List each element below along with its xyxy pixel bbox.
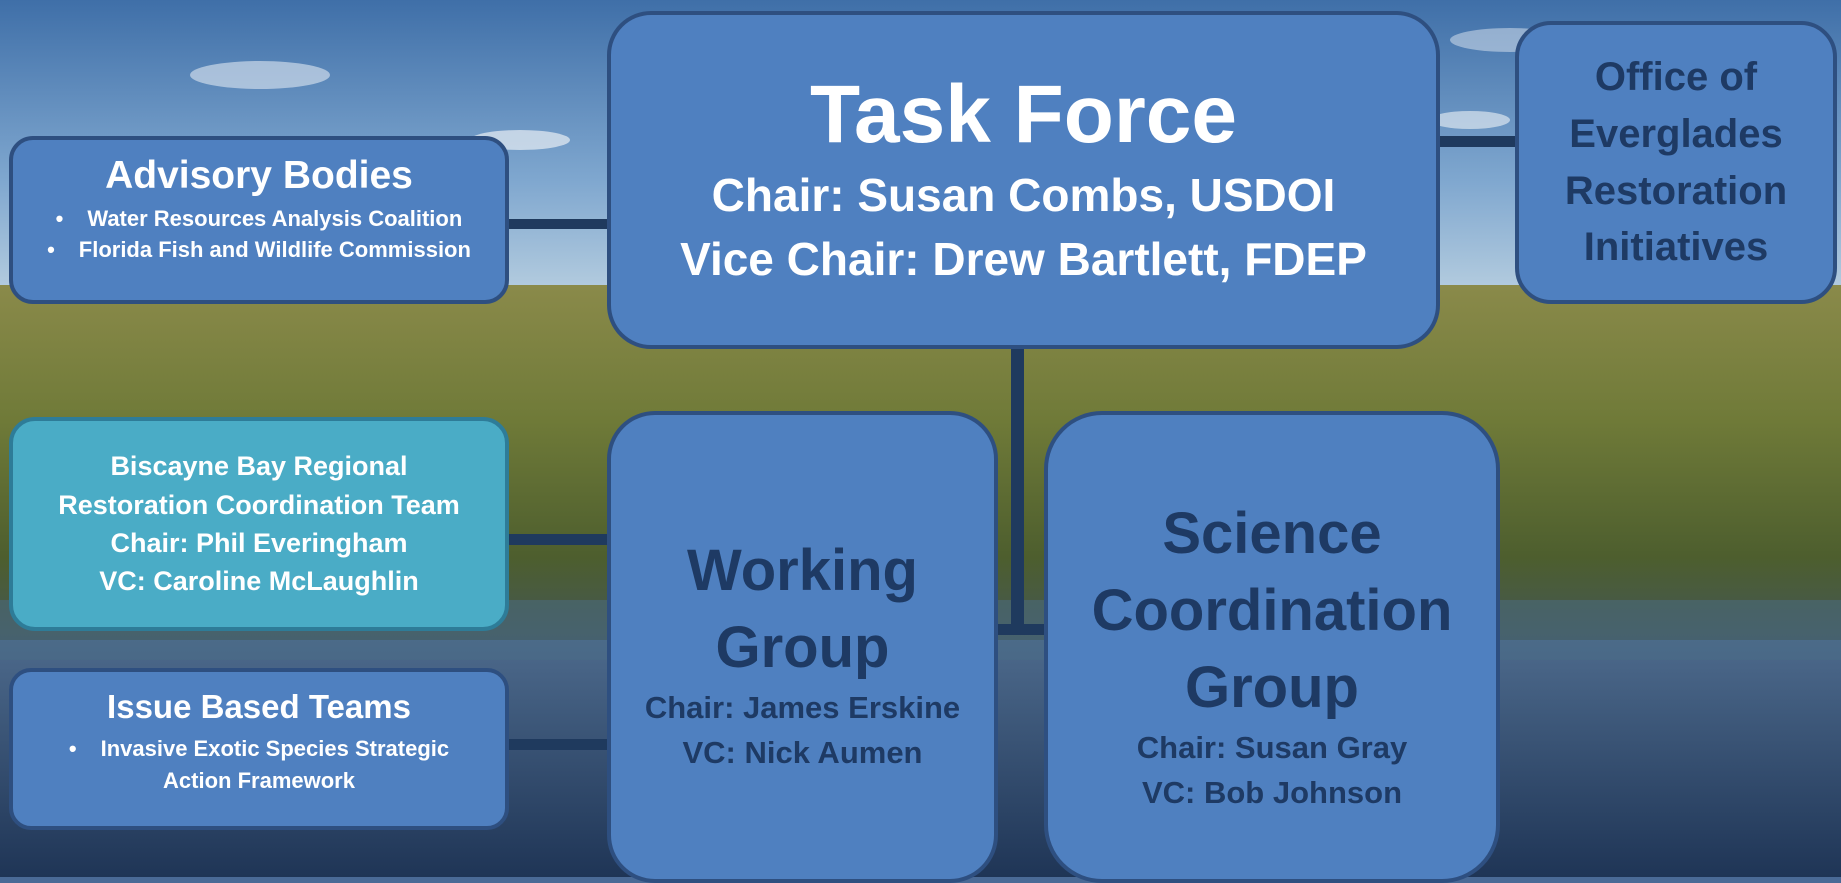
biscayne-chair: Chair: Phil Everingham [110,528,408,558]
oeri-line: Initiatives [1583,225,1769,270]
connector-biscayne-working [509,534,607,545]
advisory-bodies-box: Advisory Bodies •Water Resources Analysi… [9,136,509,304]
science-group-title: Coordination [1091,578,1453,644]
list-item: •Water Resources Analysis Coalition [55,205,463,231]
working-group-title: Group [715,615,890,681]
bullet-icon: • [68,736,77,762]
connector-taskforce-vertical [1011,349,1024,635]
advisory-bodies-title: Advisory Bodies [105,154,413,197]
biscayne-line: Biscayne Bay Regional [110,451,408,482]
biscayne-vc: VC: Caroline McLaughlin [99,566,419,597]
oeri-line: Restoration [1564,168,1788,213]
science-group-chair: Chair: Susan Gray [1136,730,1408,766]
biscayne-team-box: Biscayne Bay Regional Restoration Coordi… [9,417,509,631]
connector-issue-working [509,739,607,750]
biscayne-line: Restoration Coordination Team [58,489,460,520]
science-group-vc: VC: Bob Johnson [1141,774,1403,810]
issue-based-teams-box: Issue Based Teams •Invasive Exotic Speci… [9,668,509,830]
issue-based-teams-title: Issue Based Teams [107,688,411,725]
bullet-icon: • [47,237,55,263]
task-force-box: Task Force Chair: Susan Combs, USDOI Vic… [607,11,1440,349]
bullet-icon: • [55,205,64,231]
working-group-box: Working Group Chair: James Erskine VC: N… [607,411,998,883]
connector-taskforce-oeri [1440,136,1515,147]
connector-advisory-taskforce [509,219,607,229]
science-coordination-group-box: Science Coordination Group Chair: Susan … [1044,411,1500,883]
working-group-title: Working [687,538,918,603]
connector-working-science [998,624,1044,635]
advisory-bodies-list: •Water Resources Analysis Coalition •Flo… [17,203,501,267]
task-force-vice-chair: Vice Chair: Drew Bartlett, FDEP [680,233,1367,286]
oeri-line: Office of [1594,54,1758,99]
list-item: •Invasive Exotic Species Strategic Actio… [68,736,450,794]
oeri-box: Office of Everglades Restoration Initiat… [1515,21,1837,304]
science-group-title: Group [1185,655,1359,721]
task-force-title: Task Force [810,69,1237,161]
list-item: •Florida Fish and Wildlife Commission [47,237,471,263]
issue-based-teams-list: •Invasive Exotic Species Strategic Actio… [13,733,505,797]
oeri-line: Everglades [1569,111,1783,156]
working-group-chair: Chair: James Erskine [644,690,961,726]
task-force-chair: Chair: Susan Combs, USDOI [711,168,1336,221]
science-group-title: Science [1162,501,1382,566]
working-group-vc: VC: Nick Aumen [682,734,923,770]
